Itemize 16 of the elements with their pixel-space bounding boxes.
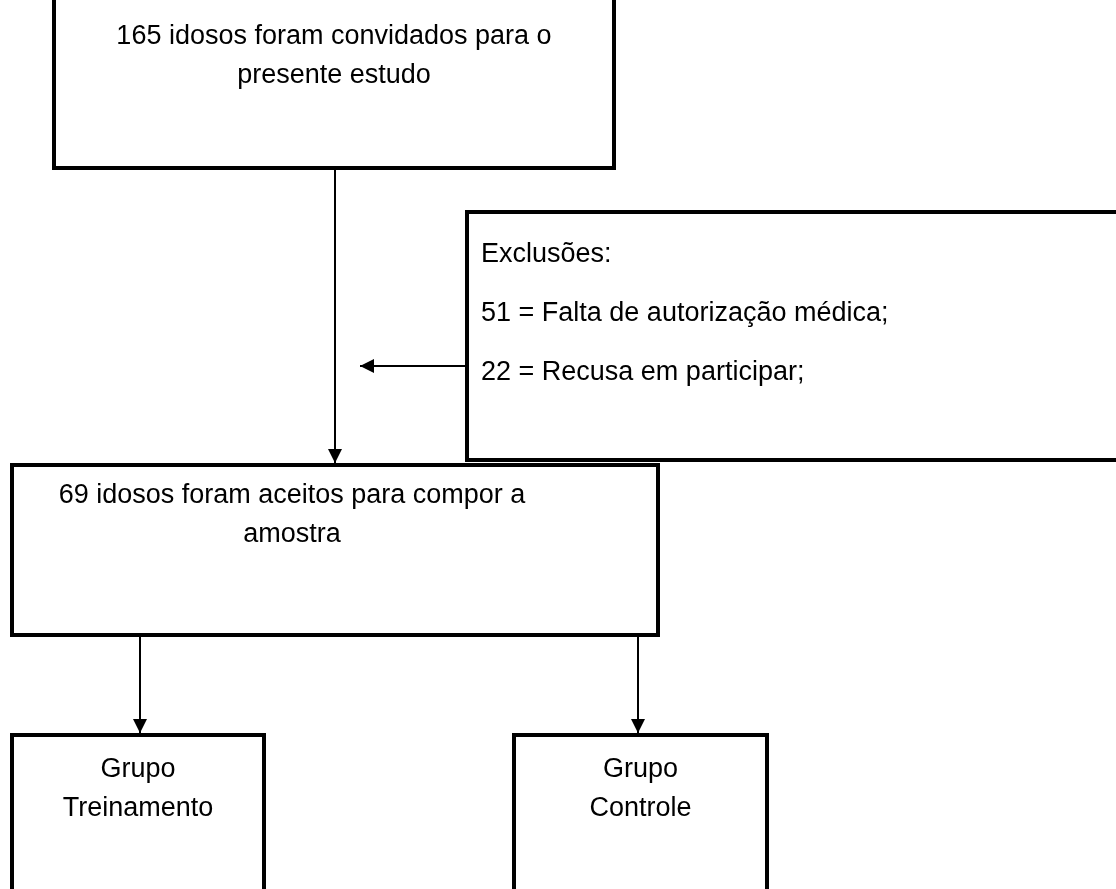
arrow [359,359,466,373]
arrow [133,636,147,734]
arrow [328,169,342,464]
box-text: Grupo Treinamento [61,752,215,825]
process-box [52,0,616,170]
process-box [10,463,660,637]
box-heading: Exclusões: [481,237,613,270]
process-box [465,210,1116,462]
box-text: 165 idosos foram convidados para o presente estudo [115,19,553,92]
process-box [512,733,769,889]
box-text: 22 = Recusa em participar; [481,355,806,389]
box-text: 51 = Falta de autorização médica; [481,296,890,330]
process-box [10,733,266,889]
box-text: Grupo Controle [588,752,693,825]
arrow [631,636,645,734]
box-text: 69 idosos foram aceitos para compor a amostra [57,478,527,551]
